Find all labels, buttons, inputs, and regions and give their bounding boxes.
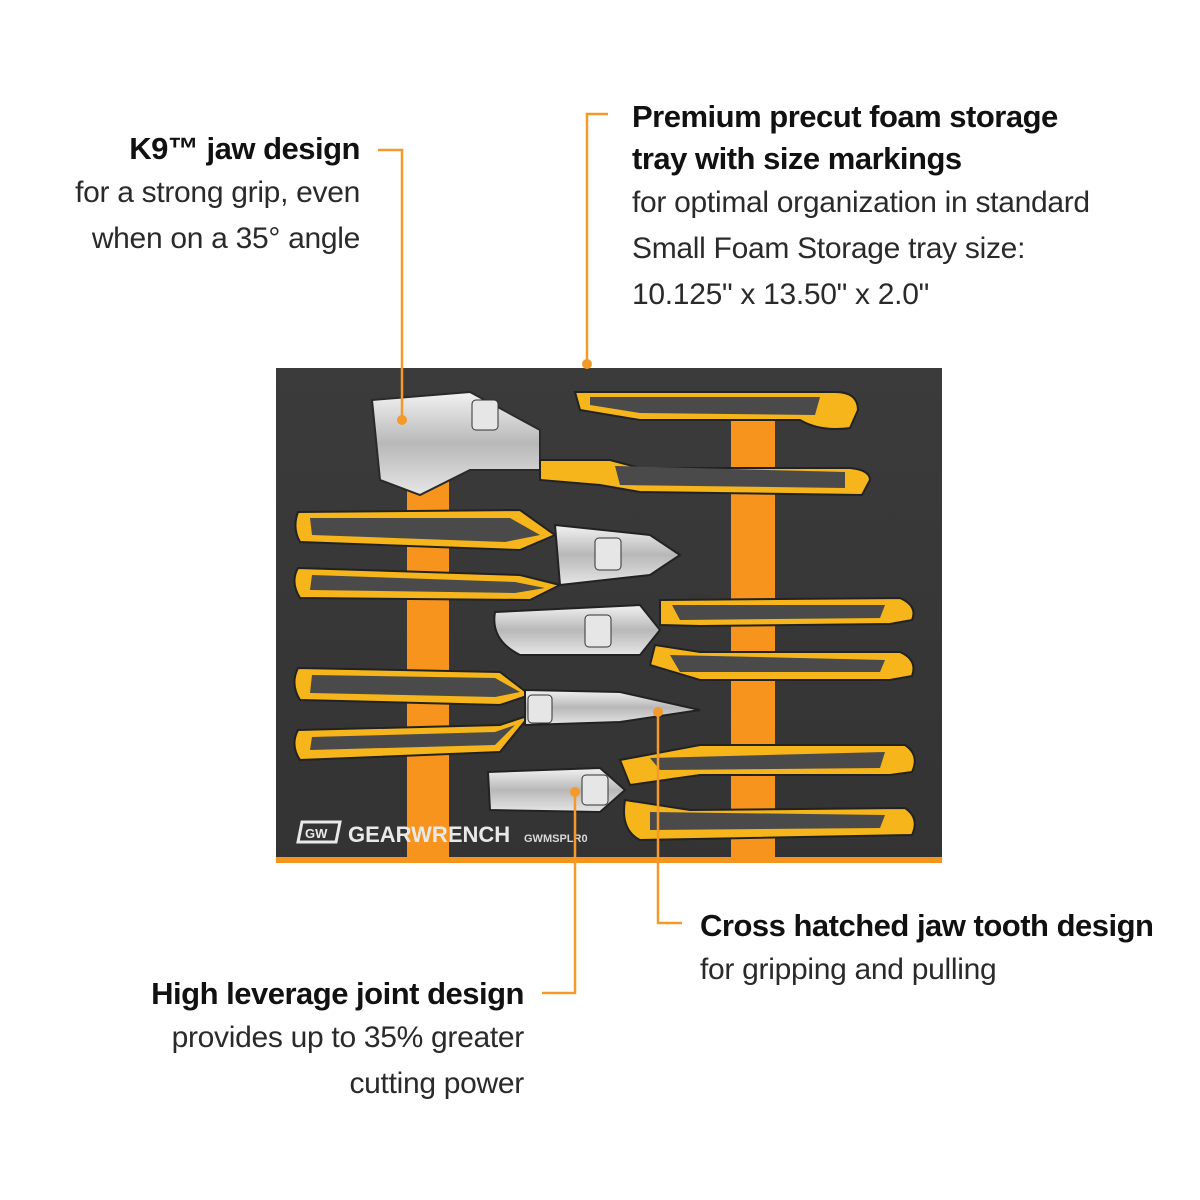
slip-joint-pliers-icon bbox=[493, 596, 915, 681]
tray-brand-name: GEARWRENCH bbox=[348, 822, 510, 847]
logo-text: GW bbox=[305, 826, 328, 841]
gearwrench-logo-icon: GW bbox=[296, 820, 342, 844]
callout-joint-line1: provides up to 35% greater bbox=[171, 1021, 525, 1054]
callout-k9-heading: K9™ jaw design bbox=[129, 131, 360, 166]
tray-part-number: GWMSPLR0 bbox=[524, 833, 588, 845]
callout-cross-line1: for gripping and pulling bbox=[700, 953, 997, 986]
callout-k9-jaw: K9™ jaw design for a strong grip, even w… bbox=[40, 128, 360, 262]
callout-k9-line1: for a strong grip, even bbox=[75, 176, 360, 209]
callout-cross-hatched: Cross hatched jaw tooth design for gripp… bbox=[700, 905, 1180, 993]
tray-orange-channel-left bbox=[407, 430, 449, 860]
callout-foam-line3: 10.125" x 13.50" x 2.0" bbox=[632, 278, 929, 311]
leader-cross bbox=[656, 712, 682, 925]
linesman-pliers-icon bbox=[486, 744, 916, 842]
leader-lines bbox=[378, 112, 682, 995]
callout-foam-heading-line1: Premium precut foam storage bbox=[632, 99, 1058, 134]
callout-cross-heading: Cross hatched jaw tooth design bbox=[700, 908, 1154, 943]
leader-foam bbox=[585, 112, 608, 364]
callout-foam-line2: Small Foam Storage tray size: bbox=[632, 232, 1026, 265]
callout-joint-heading: High leverage joint design bbox=[151, 976, 524, 1011]
callout-foam-line1: for optimal organization in standard bbox=[632, 186, 1090, 219]
callout-foam-heading-line2: tray with size markings bbox=[632, 141, 962, 176]
callout-k9-line2: when on a 35° angle bbox=[91, 222, 360, 255]
diagonal-cutter-icon bbox=[293, 508, 682, 602]
leader-k9 bbox=[378, 148, 404, 420]
callout-high-leverage: High leverage joint design provides up t… bbox=[120, 973, 524, 1107]
tray-orange-base bbox=[276, 857, 942, 863]
callout-joint-line2: cutting power bbox=[349, 1067, 524, 1100]
pliers-set bbox=[293, 390, 916, 842]
callout-foam-tray: Premium precut foam storage tray with si… bbox=[632, 96, 1152, 318]
tray-branding: GW GEARWRENCH GWMSPLR0 bbox=[296, 820, 588, 847]
leader-joint bbox=[542, 792, 577, 995]
tongue-groove-pliers-icon bbox=[370, 390, 872, 497]
long-nose-pliers-icon bbox=[293, 666, 701, 762]
